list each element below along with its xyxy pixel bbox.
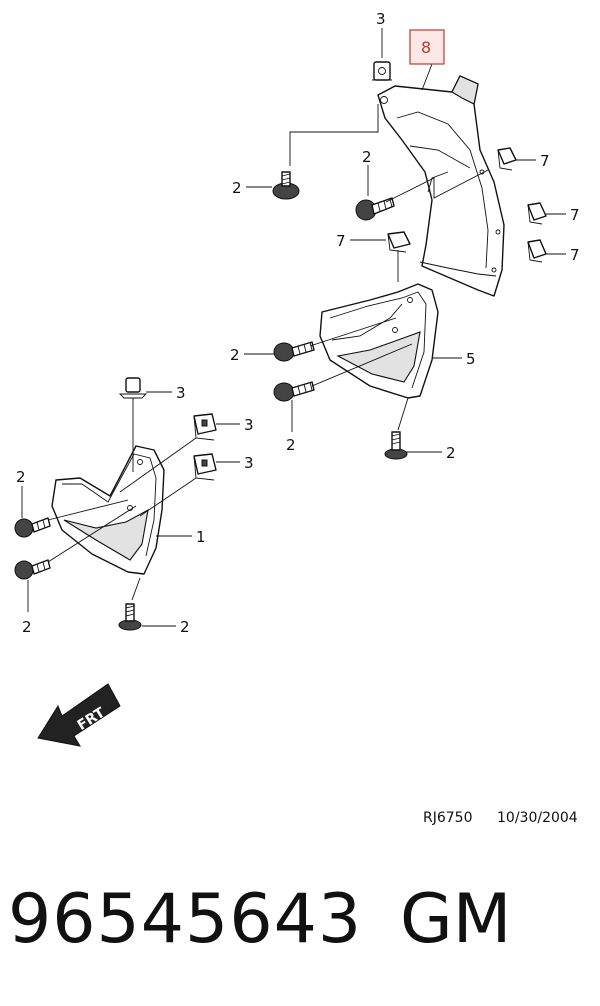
- part-number: 96545643: [8, 880, 363, 959]
- diagram-reference-date: 10/30/2004: [497, 810, 578, 826]
- clip-nut-3-top: [372, 61, 392, 81]
- diagram-reference-code: RJ6750: [423, 810, 473, 826]
- mud-flap-part-1: [51, 445, 165, 575]
- parts-diagram: 3 8 7 7 7 7 2 2 2 2 2 5 3 3 3 1 2 2 2 FR…: [14, 10, 580, 747]
- callout-2g: 2: [22, 618, 32, 636]
- screw-2b: [355, 197, 395, 221]
- callout-3c: 3: [244, 454, 254, 472]
- j-nut-7a: [497, 147, 517, 171]
- callout-7c: 7: [570, 246, 580, 264]
- clip-3c: [193, 453, 217, 481]
- screw-2e: [384, 431, 408, 460]
- j-nut-7c: [527, 239, 547, 263]
- callout-7d: 7: [336, 232, 346, 250]
- leader-lines: [21, 28, 566, 627]
- callout-3-top: 3: [376, 10, 386, 28]
- screw-2a: [272, 171, 300, 200]
- screw-2c: [273, 341, 315, 362]
- callout-3b: 3: [244, 416, 254, 434]
- screw-2f: [14, 517, 51, 538]
- screw-2h: [118, 603, 142, 631]
- callout-8: 8: [421, 38, 431, 57]
- callout-7a: 7: [540, 152, 550, 170]
- callout-2h: 2: [180, 618, 190, 636]
- clip-3b: [193, 413, 217, 441]
- callout-7b: 7: [570, 206, 580, 224]
- mud-flap-part-5: [319, 283, 439, 399]
- callout-2c: 2: [230, 346, 240, 364]
- fender-liner-part-8: [377, 75, 505, 297]
- brand-label: GM: [400, 880, 512, 959]
- callout-8-highlight-box: [409, 29, 445, 65]
- callout-2e: 2: [446, 444, 456, 462]
- callout-5: 5: [466, 350, 476, 368]
- screw-2d: [273, 381, 315, 402]
- j-nut-7b: [527, 202, 547, 225]
- callout-2f: 2: [16, 468, 26, 486]
- clip-3a: [118, 377, 148, 399]
- screw-2g: [14, 559, 51, 580]
- callout-2b: 2: [362, 148, 372, 166]
- callout-1: 1: [196, 528, 206, 546]
- callout-3a: 3: [176, 384, 186, 402]
- callout-2a: 2: [232, 179, 242, 197]
- front-direction-arrow: FRT: [37, 683, 121, 747]
- j-nut-7d: [387, 231, 411, 253]
- callout-2d: 2: [286, 436, 296, 454]
